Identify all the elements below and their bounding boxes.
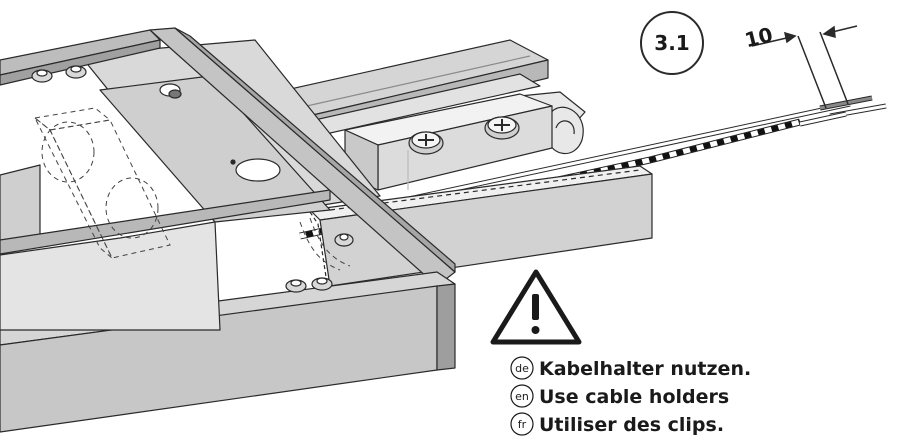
lang-badge-de [510, 356, 534, 380]
nut-5 [311, 277, 333, 291]
cable-duct [309, 165, 653, 291]
dimension-value: 10 [742, 22, 775, 52]
front-frame-bar [149, 27, 456, 287]
step-badge: 3.1 [640, 11, 704, 75]
nut-4 [285, 279, 307, 293]
warning-triangle-icon [490, 269, 582, 345]
nut-3 [334, 233, 354, 247]
instruction-en: en Use cable holders [510, 384, 729, 408]
instruction-text-fr: Utiliser des clips. [539, 414, 724, 436]
svg-text:de: de [515, 362, 529, 375]
hidden-connector [33, 107, 351, 271]
instruction-fr: fr Utiliser des clips. [510, 412, 724, 436]
instruction-de: de Kabelhalter nutzen. [510, 356, 751, 380]
screw-left [408, 131, 444, 155]
step-label: 3.1 [654, 31, 689, 55]
top-rail [249, 39, 586, 143]
lang-badge-fr [510, 412, 534, 436]
nut-1 [31, 69, 53, 83]
lang-badge-en [510, 384, 534, 408]
dimension-callout [751, 25, 858, 109]
mounting-plate [79, 39, 381, 223]
svg-text:fr: fr [518, 418, 527, 431]
rail-end-cap [547, 106, 584, 155]
bottom-beam [0, 221, 456, 433]
svg-text:en: en [515, 390, 529, 403]
instruction-text-de: Kabelhalter nutzen. [539, 358, 751, 380]
screw-right [484, 116, 520, 140]
nut-2 [65, 65, 87, 79]
instruction-text-en: Use cable holders [539, 386, 729, 408]
